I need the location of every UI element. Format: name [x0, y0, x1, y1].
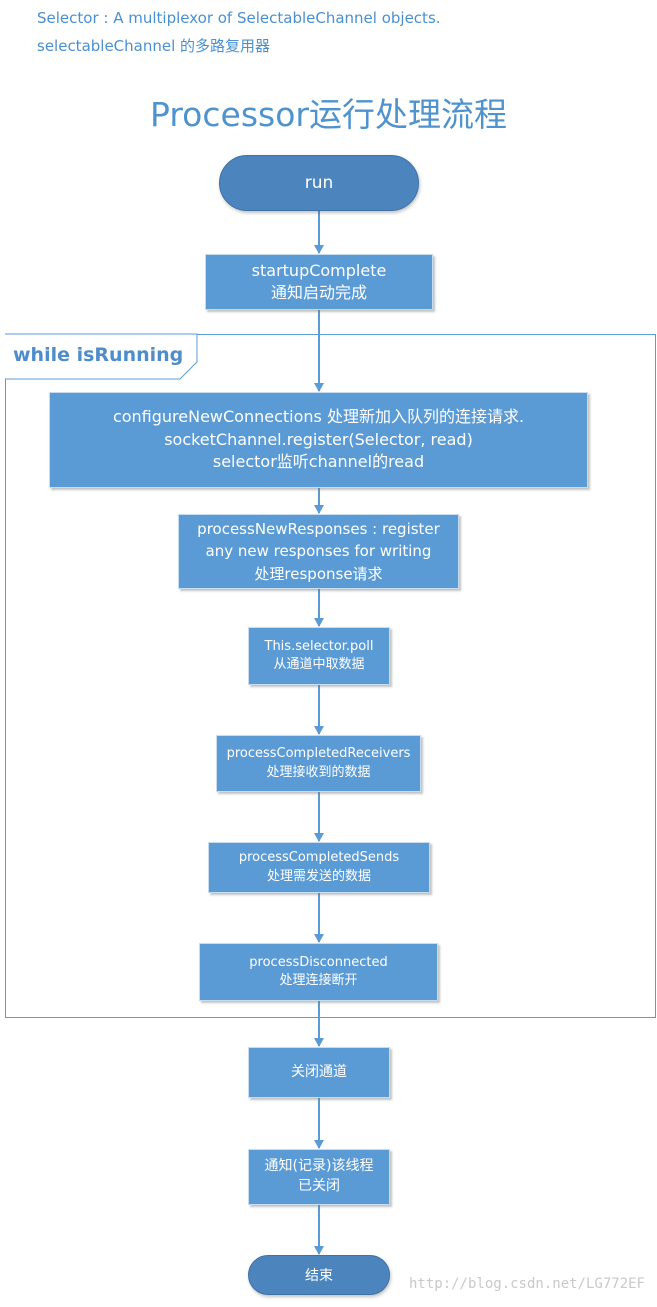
configure-line2: socketChannel.register(Selector, read)	[164, 429, 473, 449]
startup-line1: startupComplete	[251, 260, 387, 280]
end-label: 结束	[305, 1268, 333, 1284]
startup-complete-box: startupComplete 通知启动完成	[205, 254, 433, 310]
configure-line1: configureNewConnections 处理新加入队列的连接请求.	[112, 407, 525, 427]
disconnected-line1: processDisconnected	[249, 954, 388, 970]
responses-line2: any new responses for writing	[205, 542, 432, 561]
responses-line1: processNewResponses : register	[197, 519, 440, 538]
poll-line2: 从通道中取数据	[273, 657, 365, 672]
while-loop-label: while isRunning	[13, 344, 184, 366]
run-terminal: run	[219, 155, 419, 211]
startup-line2: 通知启动完成	[270, 283, 367, 302]
completed-sends-box: processCompletedSends 处理需发送的数据	[208, 842, 430, 893]
watermark: http://blog.csdn.net/LG772EF	[408, 1276, 645, 1292]
poll-line1: This.selector.poll	[264, 638, 374, 654]
end-terminal: 结束	[248, 1255, 390, 1295]
run-label: run	[304, 173, 334, 193]
while-loop-frame	[5, 334, 656, 1018]
configure-line3: selector监听channel的read	[212, 452, 425, 472]
diagram-title: Processor运行处理流程	[150, 95, 507, 134]
sends-line2: 处理需发送的数据	[266, 868, 371, 884]
process-new-responses-box: processNewResponses : register any new r…	[178, 514, 459, 589]
responses-line3: 处理response请求	[254, 564, 383, 583]
selector-note-line1: Selector : A multiplexor of SelectableCh…	[37, 9, 441, 27]
disconnected-box: processDisconnected 处理连接断开	[199, 943, 438, 1001]
selector-note-line2: selectableChannel 的多路复用器	[37, 37, 271, 55]
disconnected-line2: 处理连接断开	[279, 973, 358, 988]
notify-line1: 通知(记录)该线程	[264, 1158, 374, 1175]
close-label: 关闭通道	[291, 1063, 347, 1080]
notify-line2: 已关闭	[298, 1178, 340, 1194]
sends-line1: processCompletedSends	[238, 850, 400, 866]
selector-poll-box: This.selector.poll 从通道中取数据	[248, 627, 390, 685]
completed-receivers-box: processCompletedReceivers 处理接收到的数据	[216, 735, 421, 792]
configure-new-connections-box: configureNewConnections 处理新加入队列的连接请求. so…	[49, 392, 588, 488]
receivers-line2: 处理接收到的数据	[266, 764, 371, 780]
notify-closed-box: 通知(记录)该线程 已关闭	[248, 1149, 390, 1205]
receivers-line1: processCompletedReceivers	[226, 746, 411, 762]
while-loop-label-tab	[5, 333, 198, 380]
close-channel-box: 关闭通道	[248, 1047, 390, 1098]
